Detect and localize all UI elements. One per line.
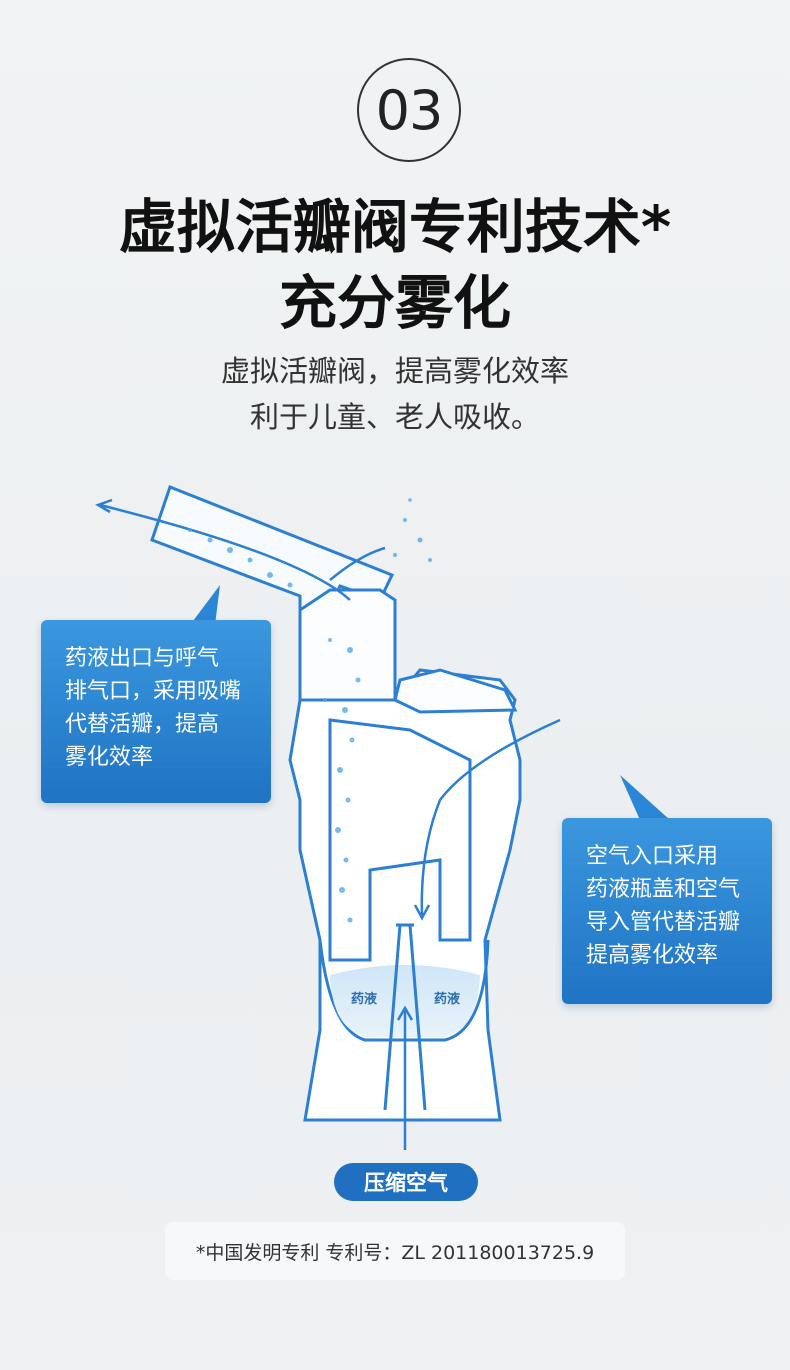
callout-inlet-line: 提高雾化效率 [586, 943, 719, 968]
footer-panel [165, 1222, 625, 1280]
callout-right-pointer [620, 775, 670, 820]
subtitle-line-2: 利于儿童、老人吸收。 [249, 400, 540, 434]
compressed-air-label: 压缩空气 [334, 1163, 478, 1201]
medicine-liquid [330, 965, 480, 1037]
headline-line-1: 虚拟活瓣阀专利技术* [118, 193, 672, 261]
mist-droplets [188, 498, 432, 923]
section-number: 03 [375, 78, 444, 142]
callout-outlet-line: 药液出口与呼气 [65, 646, 220, 671]
callout-left-pointer [190, 585, 220, 625]
air-nozzle [383, 923, 427, 1111]
callout-outlet: 药液出口与呼气 排气口，采用吸嘴 代替活瓣，提高 雾化效率 [41, 620, 271, 803]
patent-footnote: *中国发明专利 专利号：ZL 201180013725.9 [195, 1242, 595, 1264]
subtitle-line-1: 虚拟活瓣阀，提高雾化效率 [220, 354, 569, 388]
callout-outlet-line: 排气口，采用吸嘴 [65, 679, 242, 704]
callout-inlet-line: 药液瓶盖和空气 [586, 877, 741, 902]
nebulizer-outline [150, 485, 522, 1122]
callout-air-inlet: 空气入口采用 药液瓶盖和空气 导入管代替活瓣 提高雾化效率 [562, 818, 772, 1004]
headline-line-2: 充分雾化 [278, 269, 511, 337]
air-flow-arrows [95, 498, 561, 1150]
callout-outlet-line: 雾化效率 [65, 745, 154, 770]
callout-outlet-line: 代替活瓣，提高 [65, 712, 220, 737]
callout-inlet-line: 空气入口采用 [586, 844, 719, 869]
section-number-badge: 03 [357, 58, 461, 162]
nebulizer-diagram [95, 485, 670, 1150]
medicine-label-right: 药液 [434, 992, 461, 1007]
medicine-label-left: 药液 [351, 992, 378, 1007]
callout-inlet-line: 导入管代替活瓣 [586, 910, 741, 935]
